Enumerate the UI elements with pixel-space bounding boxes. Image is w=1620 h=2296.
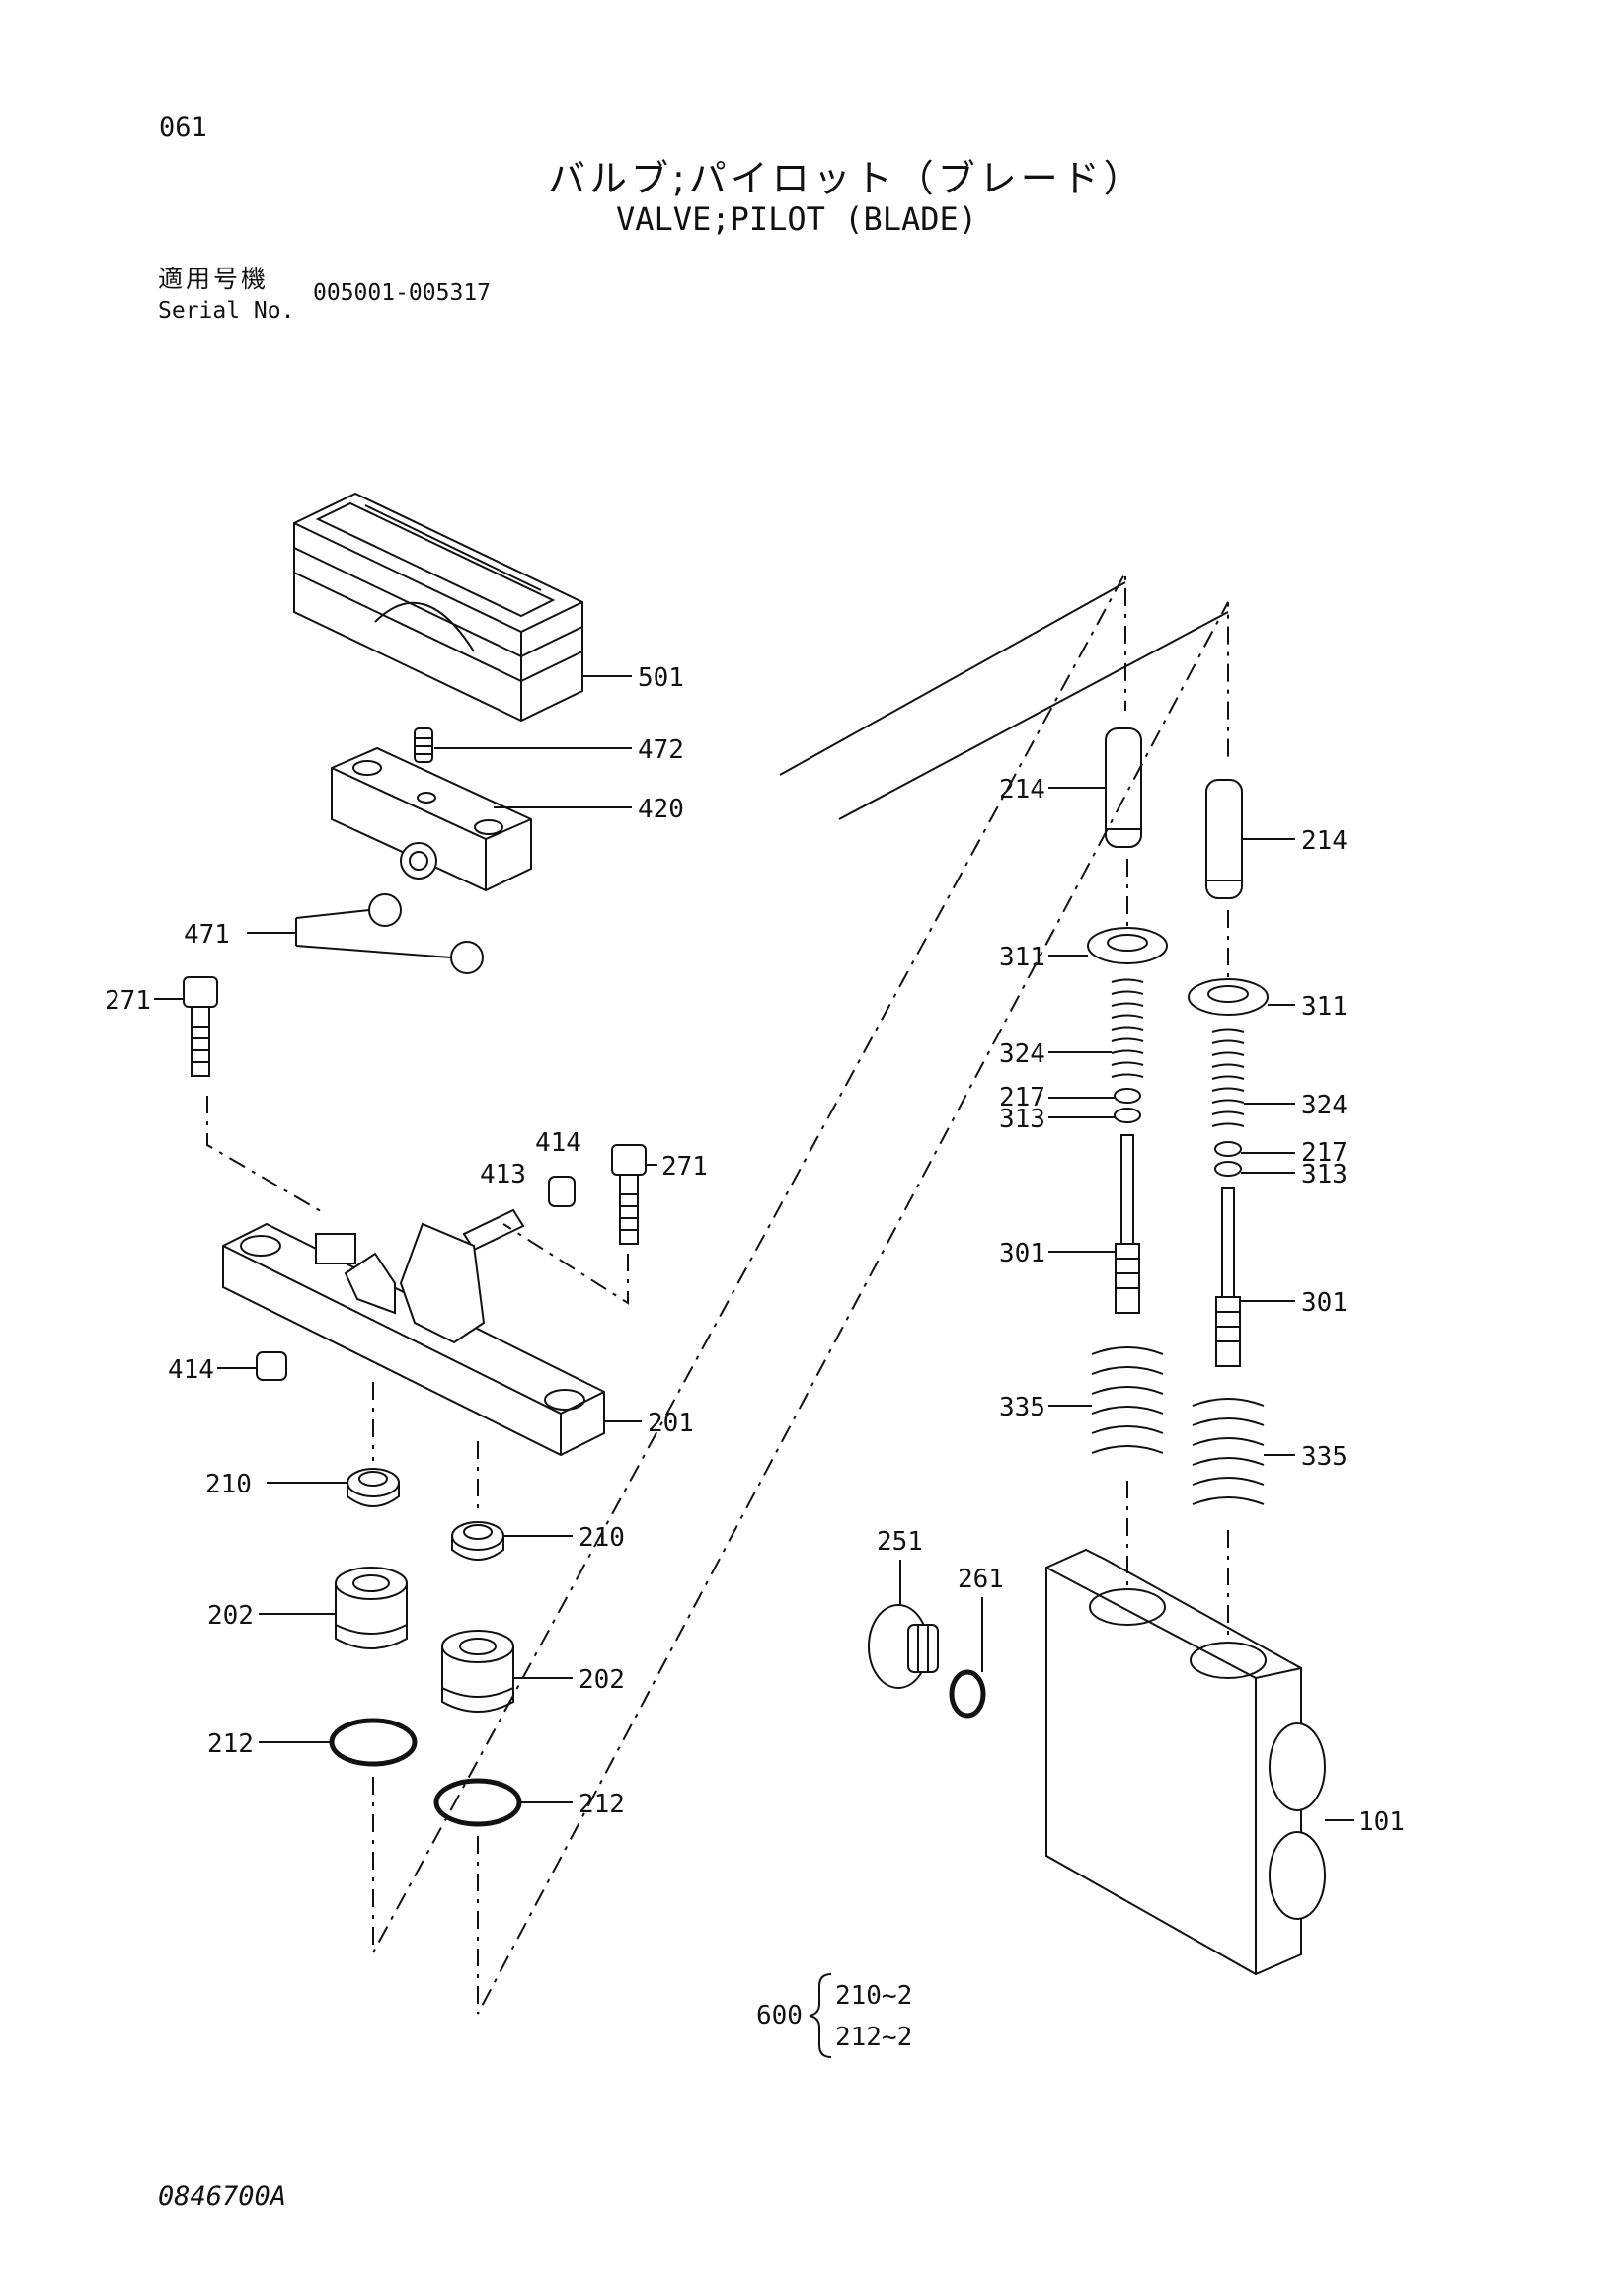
part-214-pusher-right <box>1205 779 1243 899</box>
part-413-pin <box>462 1208 525 1252</box>
part-271-bolt-left <box>183 976 218 1077</box>
label-217-left: 217 <box>999 1083 1045 1112</box>
label-471: 471 <box>184 920 230 950</box>
page-title-japanese: バルブ;パイロット（ブレード） <box>548 157 1145 200</box>
part-210-seal-left <box>347 1468 400 1507</box>
part-101-casing <box>1045 1548 1326 1976</box>
label-201: 201 <box>648 1409 694 1438</box>
part-324-spring-right <box>1211 1028 1245 1127</box>
connector-bolt-left <box>206 1096 327 1215</box>
page-title-english: VALVE;PILOT (BLADE) <box>616 200 978 238</box>
label-251: 251 <box>877 1527 923 1557</box>
part-217-shim-left <box>1114 1088 1141 1104</box>
serial-label-english: Serial No. <box>158 298 295 324</box>
label-335-right: 335 <box>1301 1442 1348 1472</box>
part-471-balls <box>368 893 484 974</box>
label-420: 420 <box>638 795 684 824</box>
label-210-right: 210 <box>579 1523 625 1553</box>
part-261-oring <box>949 1669 986 1719</box>
part-251-plug <box>868 1604 939 1689</box>
connector-bolt-right <box>502 1223 629 1305</box>
kit-number: 600 <box>756 2001 803 2030</box>
connector-left-bore <box>372 572 1126 1953</box>
part-271-bolt-right <box>611 1144 647 1245</box>
label-501: 501 <box>638 663 684 693</box>
part-313-washer-right <box>1214 1161 1242 1177</box>
part-212-oring-right <box>433 1778 522 1827</box>
label-335-left: 335 <box>999 1393 1045 1422</box>
label-301-left: 301 <box>999 1239 1045 1268</box>
label-212-right: 212 <box>579 1790 625 1819</box>
label-202-left: 202 <box>207 1601 254 1631</box>
label-217-right: 217 <box>1301 1138 1348 1168</box>
label-301-right: 301 <box>1301 1288 1348 1318</box>
outline-frame <box>779 581 1229 820</box>
kit-item-212: 212~2 <box>835 2023 912 2052</box>
label-202-right: 202 <box>579 1665 625 1695</box>
part-201-plate <box>222 1222 605 1457</box>
part-217-shim-right <box>1214 1141 1242 1157</box>
part-335-spring-right <box>1192 1398 1265 1505</box>
part-210-seal-right <box>451 1521 504 1561</box>
part-214-pusher-left <box>1105 727 1142 848</box>
label-313-left: 313 <box>999 1105 1045 1134</box>
connector-right-bore <box>477 601 1229 2015</box>
part-335-spring-left <box>1091 1346 1164 1454</box>
label-271-right: 271 <box>661 1152 708 1182</box>
label-271-left: 271 <box>105 986 151 1016</box>
part-212-oring-left <box>329 1718 418 1767</box>
label-472: 472 <box>638 735 684 765</box>
part-420-block <box>331 746 532 892</box>
label-214-right: 214 <box>1301 826 1348 856</box>
connector-pushers <box>1126 859 1229 979</box>
label-414-lower: 414 <box>168 1355 214 1385</box>
label-414-upper: 414 <box>535 1128 581 1158</box>
label-101: 101 <box>1358 1807 1405 1837</box>
part-501-boot <box>293 492 583 723</box>
serial-label-japanese: 適用号機 <box>158 265 270 293</box>
label-324-right: 324 <box>1301 1091 1348 1120</box>
label-413: 413 <box>480 1160 526 1189</box>
leader-lines <box>154 675 1354 1821</box>
part-311-seat-right <box>1188 978 1269 1016</box>
part-472-screw <box>414 727 433 763</box>
page-number: 061 <box>159 113 207 143</box>
part-313-washer-left <box>1114 1108 1141 1123</box>
part-202-bushing-left <box>335 1567 408 1649</box>
label-210-left: 210 <box>205 1470 252 1499</box>
drawing-code: 0846700A <box>158 2181 287 2212</box>
label-324-left: 324 <box>999 1039 1045 1069</box>
label-313-right: 313 <box>1301 1160 1348 1189</box>
label-311-right: 311 <box>1301 992 1348 1022</box>
connector-casing <box>1126 1481 1229 1644</box>
serial-range: 005001-005317 <box>313 280 492 306</box>
label-212-left: 212 <box>207 1729 254 1759</box>
kit-brace <box>809 1973 832 2058</box>
label-214-left: 214 <box>999 775 1045 804</box>
part-324-spring-left <box>1111 978 1144 1078</box>
part-414-bushing-upper <box>548 1176 576 1207</box>
kit-item-210: 210~2 <box>835 1981 912 2011</box>
label-311-left: 311 <box>999 943 1045 972</box>
label-261: 261 <box>958 1565 1004 1594</box>
part-311-seat-left <box>1087 927 1168 964</box>
part-301-spool-left <box>1115 1134 1140 1314</box>
part-301-spool-right <box>1215 1187 1241 1367</box>
part-202-bushing-right <box>441 1630 514 1713</box>
part-414-bushing-lower <box>256 1351 287 1381</box>
connector-plate-seals <box>372 1382 479 1510</box>
